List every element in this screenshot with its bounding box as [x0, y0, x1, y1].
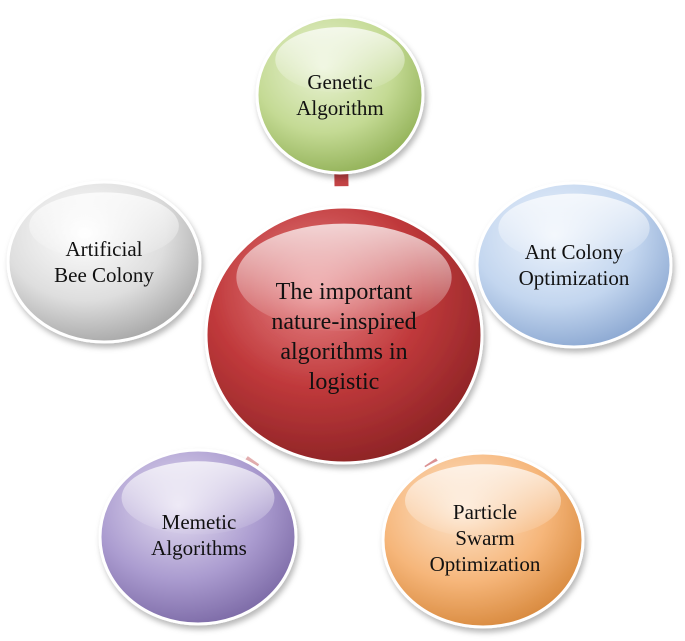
center-node-label: The important nature-inspired algorithms…	[271, 279, 417, 395]
particle-swarm-optimization-label: Particle Swarm Optimization	[429, 500, 541, 576]
center-node	[204, 205, 484, 465]
memetic-algorithms-label: Memetic Algorithms	[151, 510, 247, 560]
center-node-gloss	[236, 223, 452, 332]
artificial-bee-colony-node	[6, 180, 202, 344]
particle-swarm-optimization-node	[381, 451, 585, 629]
memetic-algorithms-node	[98, 448, 298, 626]
genetic-algorithm-label: Genetic Algorithm	[296, 70, 384, 120]
memetic-algorithms-node-gloss	[121, 461, 275, 535]
ant-colony-optimization-node	[475, 181, 673, 349]
particle-swarm-optimization-node-gloss	[405, 464, 561, 538]
artificial-bee-colony-node-gloss	[29, 192, 179, 260]
genetic-algorithm-node	[255, 15, 425, 175]
artificial-bee-colony-label: Artificial Bee Colony	[54, 237, 154, 287]
ant-colony-optimization-node-gloss	[498, 193, 650, 263]
ant-colony-optimization-label: Ant Colony Optimization	[518, 240, 630, 290]
genetic-algorithm-node-gloss	[275, 27, 405, 93]
